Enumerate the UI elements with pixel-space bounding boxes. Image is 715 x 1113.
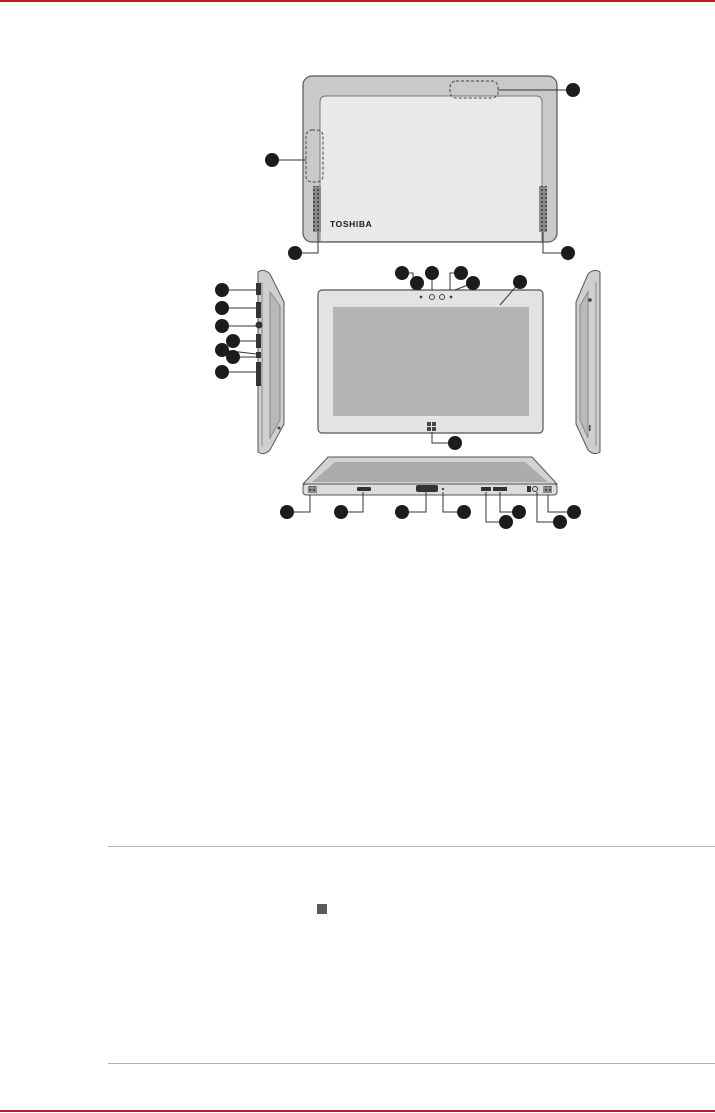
callout-marker xyxy=(226,350,240,364)
section-divider-bottom xyxy=(108,1063,715,1064)
callout-marker xyxy=(567,505,581,519)
callout-marker xyxy=(215,301,229,315)
touch-screen xyxy=(333,307,529,416)
footer-rule xyxy=(0,1110,715,1112)
callout-marker xyxy=(215,319,229,333)
callout-marker xyxy=(265,153,279,167)
tablet-components-figure: TOSHIBA xyxy=(0,0,715,560)
callout-marker xyxy=(334,505,348,519)
callout-marker xyxy=(512,505,526,519)
right-side-view xyxy=(576,270,600,453)
toshiba-logo: TOSHIBA xyxy=(330,219,372,229)
callout-marker xyxy=(215,365,229,379)
callout-marker xyxy=(553,515,567,529)
back-view: TOSHIBA xyxy=(303,76,557,242)
bullet-marker-icon xyxy=(317,904,327,914)
callout-marker xyxy=(448,436,462,450)
callout-marker xyxy=(410,276,424,290)
callout-marker xyxy=(566,83,580,97)
left-side-view xyxy=(256,270,285,453)
callout-marker xyxy=(454,266,468,280)
callout-marker xyxy=(288,246,302,260)
callout-marker xyxy=(561,246,575,260)
callout-marker xyxy=(466,276,480,290)
callout-marker xyxy=(457,505,471,519)
speaker-grill-left-back xyxy=(313,186,321,232)
callout-marker xyxy=(425,266,439,280)
bottom-view xyxy=(303,457,557,495)
section-divider-top xyxy=(108,846,715,847)
front-view xyxy=(318,290,543,433)
speaker-grill-right-back xyxy=(539,186,547,232)
callout-marker xyxy=(395,505,409,519)
callout-marker xyxy=(499,515,513,529)
callout-marker xyxy=(226,334,240,348)
callout-marker xyxy=(395,266,409,280)
callout-marker xyxy=(513,275,527,289)
callout-marker xyxy=(215,283,229,297)
callout-marker xyxy=(280,505,294,519)
